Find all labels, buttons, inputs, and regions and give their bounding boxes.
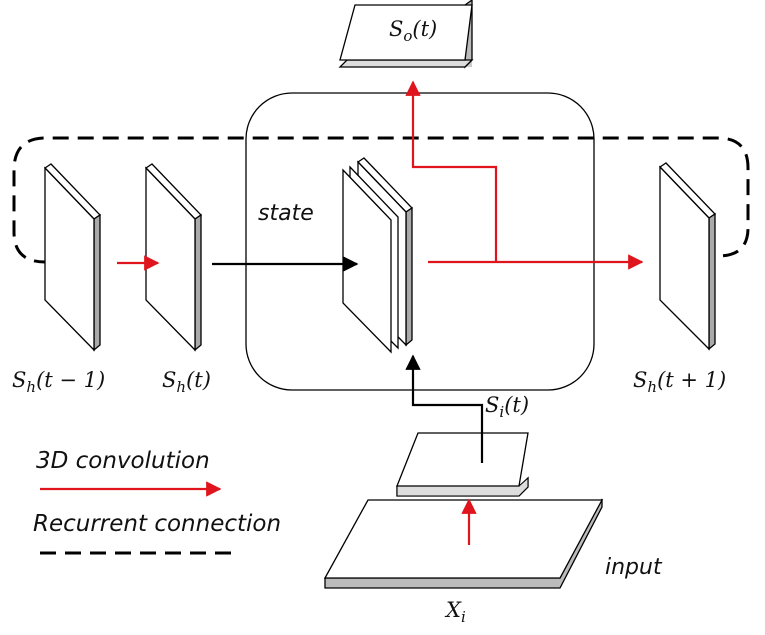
svg-text:Sh(t + 1): Sh(t + 1): [633, 368, 726, 396]
hidden-slab-curr: [144, 163, 203, 352]
input-slab: [323, 498, 604, 589]
hidden-slab-next: [658, 162, 717, 351]
state-slabs: [342, 157, 414, 354]
label-s-h-next: Sh(t + 1): [633, 368, 726, 396]
legend-conv-label: 3D convolution: [36, 448, 210, 474]
label-x-i: Xi: [444, 598, 466, 626]
label-s-h-curr: Sh(t): [162, 368, 211, 396]
label-s-i: Si(t): [485, 393, 529, 421]
svg-text:Si(t): Si(t): [485, 393, 529, 421]
input-to-state-arrow: [405, 354, 484, 463]
svg-text:Sh(t − 1): Sh(t − 1): [12, 368, 105, 396]
legend: 3D convolution Recurrent connection: [33, 448, 281, 555]
recurrent-connection-loop: [12, 136, 750, 264]
hidden-slab-prev: [43, 163, 102, 352]
conv-arrow-state-to-output: [405, 80, 498, 262]
svg-text:So(t): So(t): [389, 17, 437, 45]
label-s-o: So(t): [389, 17, 437, 45]
svg-text:Xi: Xi: [444, 598, 466, 626]
legend-recurrent-label: Recurrent connection: [33, 511, 281, 537]
output-slab: [338, 0, 474, 69]
label-s-h-prev: Sh(t − 1): [12, 368, 105, 396]
label-state: state: [258, 201, 314, 226]
label-input: input: [605, 555, 663, 580]
input-feature-slab: [396, 432, 529, 497]
svg-text:Sh(t): Sh(t): [162, 368, 211, 396]
